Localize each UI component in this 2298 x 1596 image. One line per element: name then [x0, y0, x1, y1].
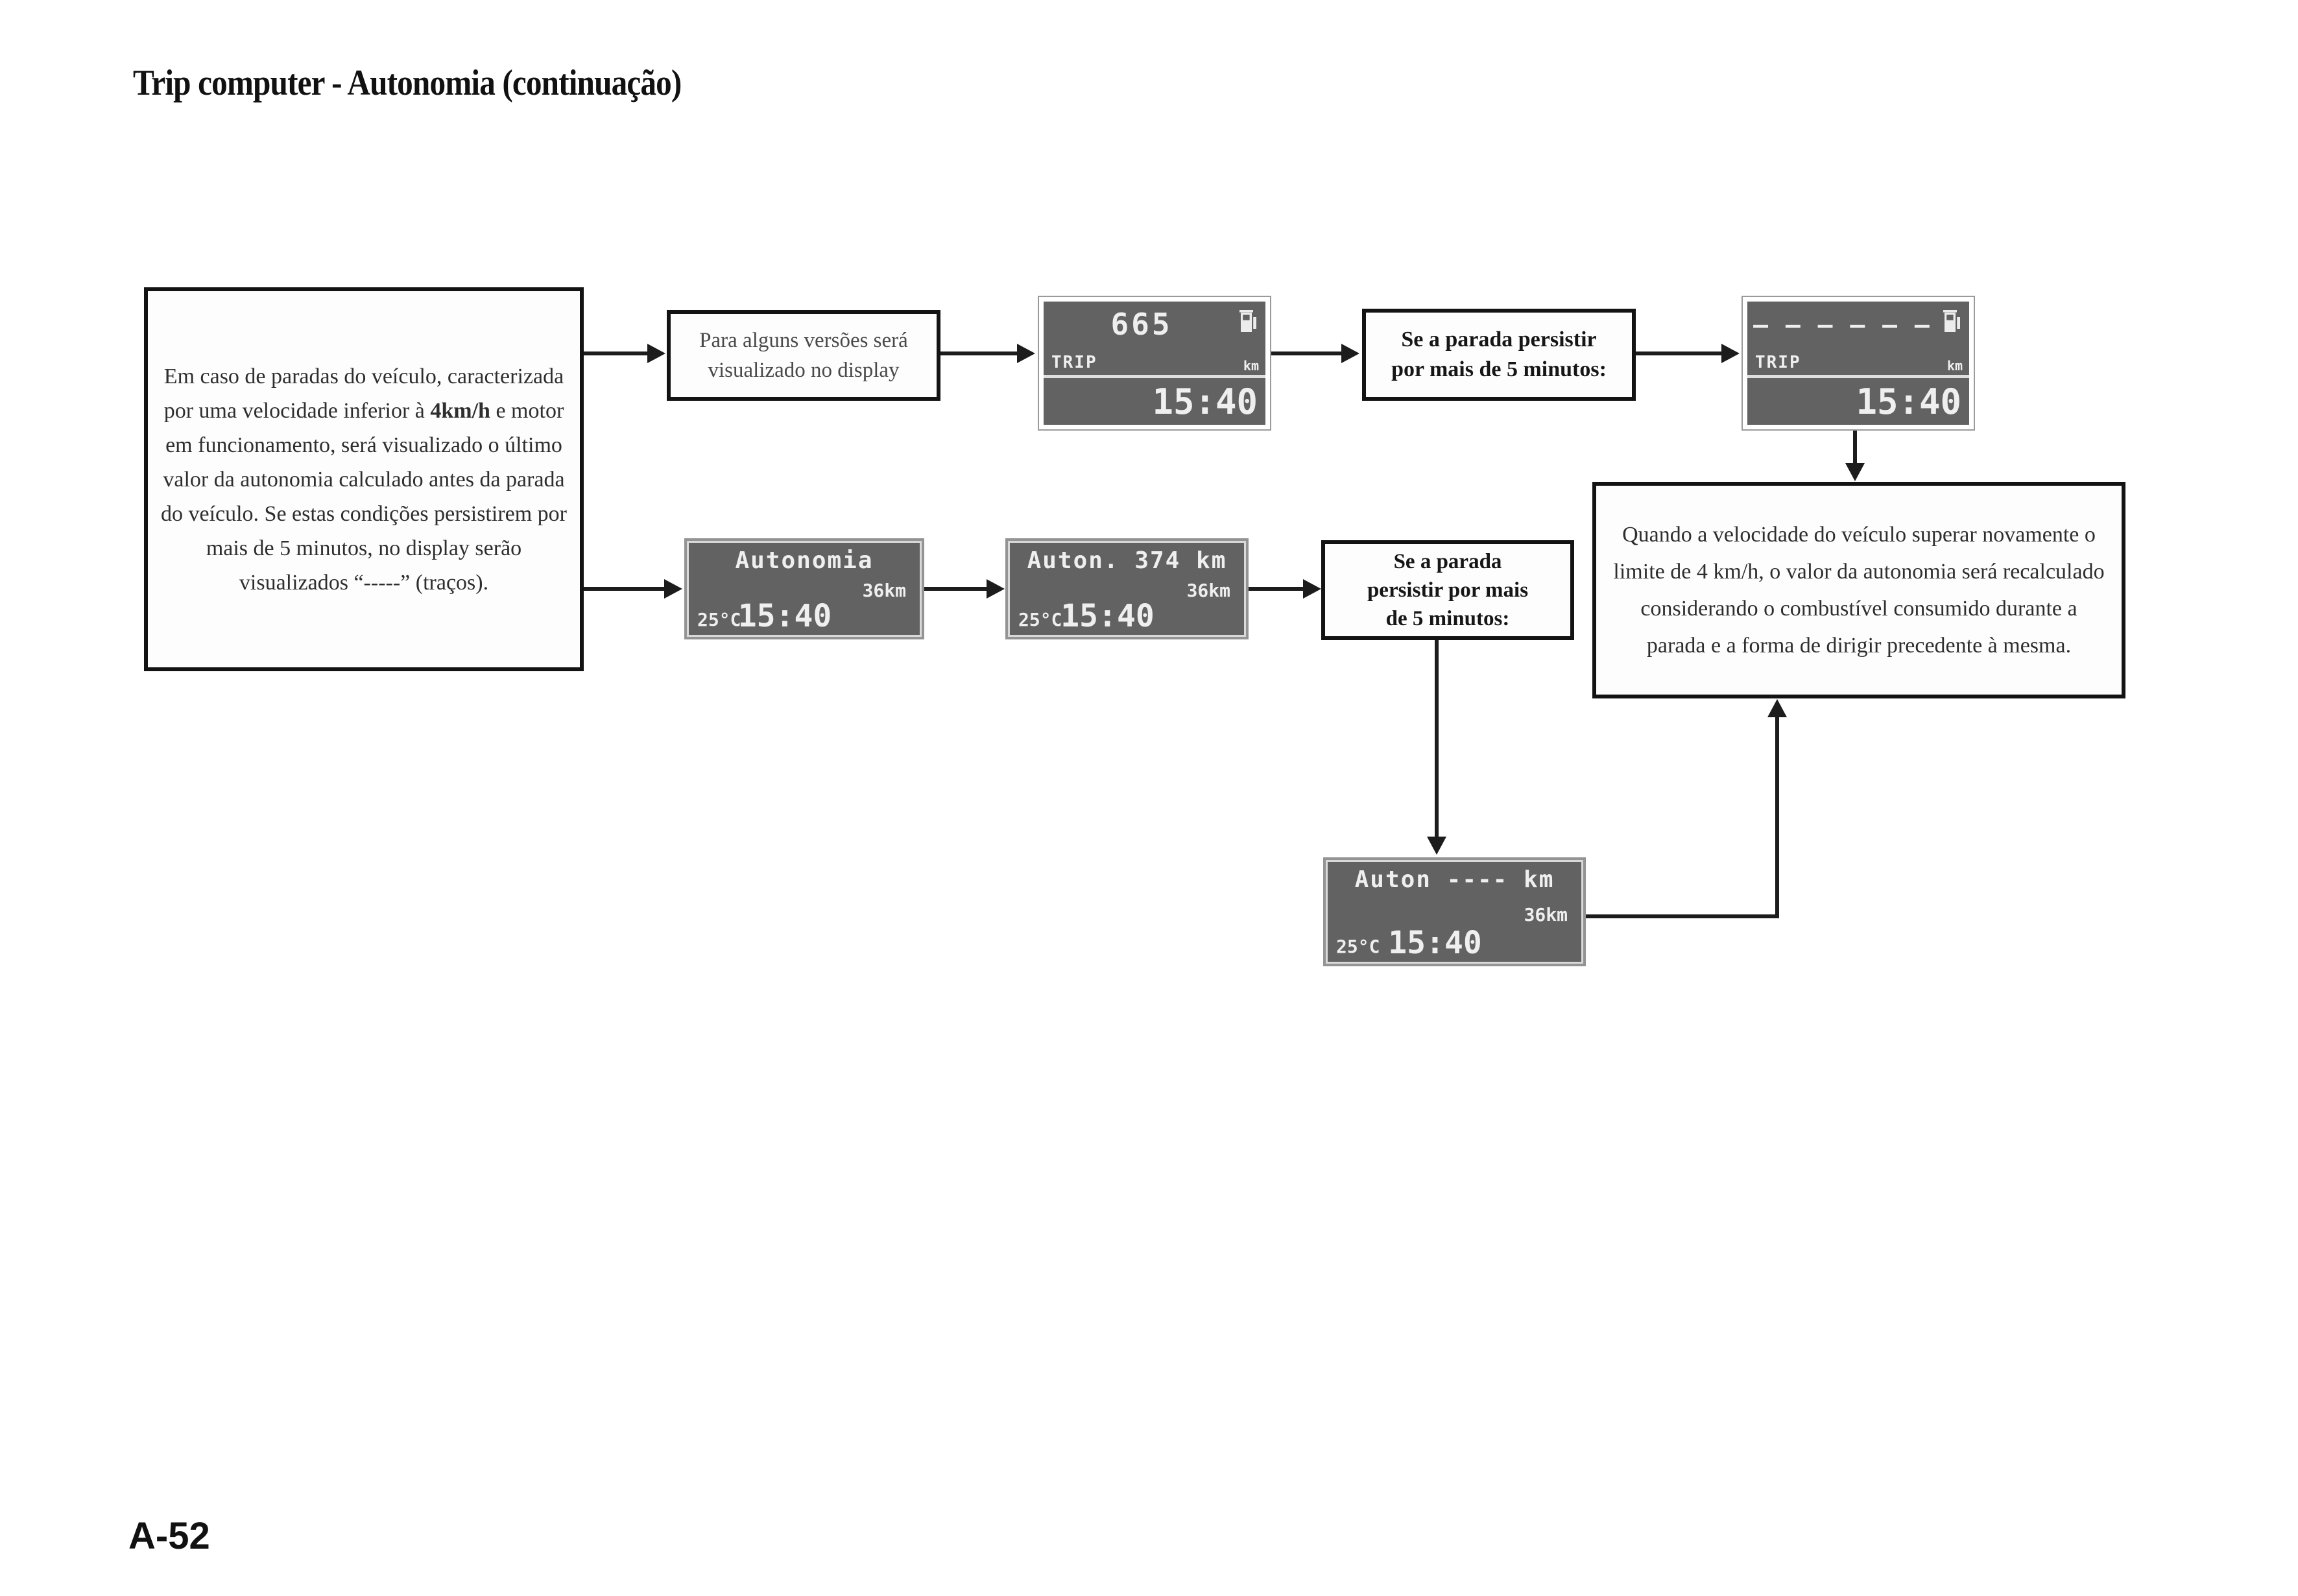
lcd-title: Auton. 374 km [1027, 547, 1227, 574]
connector-dashes-lcd-elbow-v [1775, 716, 1779, 918]
connector-auton-to-cond2 [1249, 587, 1304, 591]
lcd-range: 36km [862, 580, 906, 601]
trip-label: TRIP [1755, 353, 1801, 372]
trip-display-value-top: 665 TRIP km [1044, 302, 1265, 375]
arrowhead-cond1-to-dashes [1721, 344, 1740, 363]
intro-text: Em caso de paradas do veículo, caracteri… [160, 364, 567, 595]
lcd-auton-value: Auton. 374 km 36km 25°C 15:40 [1005, 538, 1249, 639]
condition-box-1-text: Se a parada persistir por mais de 5 minu… [1391, 328, 1607, 381]
lcd-clock: 15:40 [1388, 925, 1482, 961]
trip-unit: km [1946, 358, 1963, 374]
arrowhead-elbow-to-result [1767, 699, 1787, 717]
intro-bold-speed: 4km/h [430, 398, 490, 423]
page-number: A-52 [128, 1515, 210, 1557]
connector-cond1-to-dashes [1636, 351, 1723, 355]
connector-cond2-to-dashes-lcd [1435, 640, 1439, 838]
arrowhead-intro-to-note [647, 344, 665, 363]
connector-dashes-to-result [1853, 431, 1857, 464]
lcd-clock: 15:40 [1060, 598, 1155, 634]
note-text: Para alguns versões será visualizado no … [699, 329, 908, 382]
lcd-auton-dashes: Auton ---- km 36km 25°C 15:40 [1323, 857, 1586, 966]
trip-display-value: 665 TRIP km 15:40 [1038, 296, 1271, 431]
intro-box: Em caso de paradas do veículo, caracteri… [144, 287, 584, 671]
display-divider [1044, 375, 1265, 378]
result-box: Quando a velocidade do veículo superar n… [1592, 482, 2125, 698]
lcd-autonomia: Autonomia 36km 25°C 15:40 [684, 538, 924, 639]
arrowhead-cond2-to-dashes-lcd [1427, 837, 1446, 855]
lcd-temperature: 25°C [1018, 609, 1062, 630]
condition-box-2: Se a parada persistir por mais de 5 minu… [1321, 540, 1574, 640]
arrowhead-trip-to-cond1 [1341, 344, 1359, 363]
arrowhead-auton-to-cond2 [1303, 579, 1321, 599]
trip-km-dashes: – – – – – – [1753, 311, 1931, 339]
result-text: Quando a velocidade do veículo superar n… [1613, 523, 2105, 658]
trip-display-dashes-top: – – – – – – TRIP km [1747, 302, 1969, 375]
trip-display-value-panel: 665 TRIP km 15:40 [1044, 302, 1265, 425]
trip-clock: 15:40 [1152, 381, 1258, 422]
connector-note-to-trip [940, 351, 1018, 355]
display-divider [1747, 375, 1969, 378]
lcd-temperature: 25°C [1336, 936, 1380, 957]
trip-display-dashes-panel: – – – – – – TRIP km 15:40 [1747, 302, 1969, 425]
lcd-range: 36km [1186, 580, 1230, 601]
fuel-pump-icon [1239, 310, 1256, 332]
trip-clock: 15:40 [1856, 381, 1961, 422]
lcd-title: Auton ---- km [1354, 866, 1555, 893]
connector-dashes-lcd-elbow-h [1586, 914, 1779, 918]
arrowhead-dashes-to-result [1845, 463, 1865, 481]
page-title: Trip computer - Autonomia (continuação) [133, 63, 682, 103]
connector-autonomia-to-auton [924, 587, 988, 591]
condition-box-2-text: Se a parada persistir por mais de 5 minu… [1367, 550, 1529, 630]
lcd-temperature: 25°C [697, 609, 741, 630]
trip-km-value: 665 [1110, 307, 1173, 342]
arrowhead-intro-to-autonomia [664, 579, 682, 599]
arrowhead-note-to-trip [1017, 344, 1035, 363]
trip-unit: km [1243, 358, 1259, 374]
fuel-pump-icon [1943, 310, 1960, 332]
connector-intro-to-autonomia [584, 587, 665, 591]
lcd-clock: 15:40 [737, 598, 832, 634]
connector-intro-to-note [584, 351, 649, 355]
condition-box-1: Se a parada persistir por mais de 5 minu… [1362, 309, 1636, 401]
arrowhead-autonomia-to-auton [987, 579, 1005, 599]
trip-label: TRIP [1051, 353, 1097, 372]
lcd-title: Autonomia [735, 547, 874, 574]
trip-display-dashes: – – – – – – TRIP km 15:40 [1741, 296, 1975, 431]
note-box: Para alguns versões será visualizado no … [667, 310, 940, 401]
lcd-range: 36km [1524, 904, 1568, 925]
connector-trip-to-cond1 [1271, 351, 1343, 355]
